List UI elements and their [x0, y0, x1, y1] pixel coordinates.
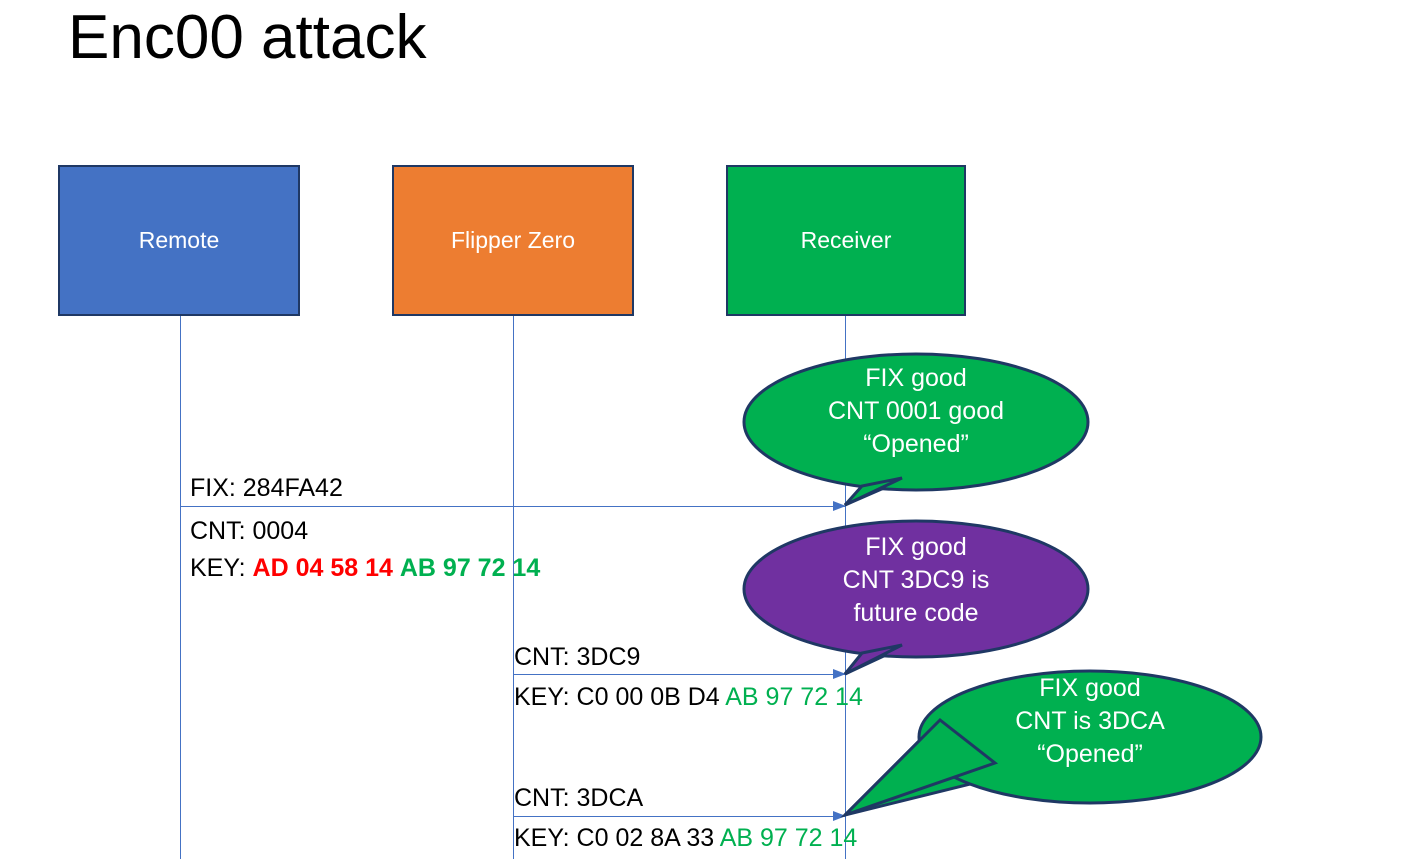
lifeline-remote [180, 316, 181, 859]
actor-box-receiver[interactable]: Receiver [726, 165, 966, 316]
message-1-key-label: KEY: AD 04 58 14 AB 97 72 14 [190, 548, 540, 588]
message-2-key-green-bytes: AB 97 72 14 [725, 683, 863, 711]
message-arrow-remote-to-receiver [180, 501, 846, 511]
callout-shape-2 [742, 519, 1090, 676]
message-1-key-red-bytes: AD 04 58 14 [252, 554, 393, 582]
message-3-cnt-label: CNT: 3DCA [514, 784, 644, 812]
message-1-fix-label: FIX: 284FA42 [190, 474, 343, 502]
lifeline-flipper-zero [513, 316, 514, 859]
message-arrow-flipper-to-receiver-2 [513, 811, 846, 821]
message-arrow-flipper-to-receiver-1 [513, 669, 846, 679]
page-title: Enc00 attack [68, 3, 427, 72]
callout-bubble-receiver-future-code: FIX good CNT 3DC9 is future code [742, 519, 1090, 679]
message-1-key-prefix: KEY: [190, 554, 253, 582]
callout-shape-3 [840, 669, 1263, 818]
message-1-cnt-label: CNT: 0004 [190, 517, 309, 545]
actor-label-flipper-zero: Flipper Zero [451, 226, 575, 253]
message-3-key-prefix: KEY: C0 02 8A 33 [514, 824, 720, 852]
actor-box-remote[interactable]: Remote [58, 165, 300, 316]
callout-shape-1 [742, 352, 1090, 507]
actor-label-remote: Remote [138, 226, 220, 253]
message-2-cnt-label: CNT: 3DC9 [514, 643, 641, 671]
message-2-key-prefix: KEY: C0 00 0B D4 [514, 683, 726, 711]
message-1-key-space [393, 554, 400, 582]
message-3-key-green-bytes: AB 97 72 14 [719, 824, 858, 852]
actor-label-receiver: Receiver [800, 226, 892, 253]
actor-box-flipper-zero[interactable]: Flipper Zero [392, 165, 634, 316]
callout-bubble-receiver-ok-2: FIX good CNT is 3DCA “Opened” [840, 665, 1263, 818]
message-3-key-label: KEY: C0 02 8A 33 AB 97 72 14 [514, 818, 857, 858]
message-1-key-green-bytes: AB 97 72 14 [399, 554, 541, 582]
callout-bubble-receiver-ok-1: FIX good CNT 0001 good “Opened” [742, 352, 1090, 510]
message-2-key-label: KEY: C0 00 0B D4 AB 97 72 14 [514, 677, 863, 717]
